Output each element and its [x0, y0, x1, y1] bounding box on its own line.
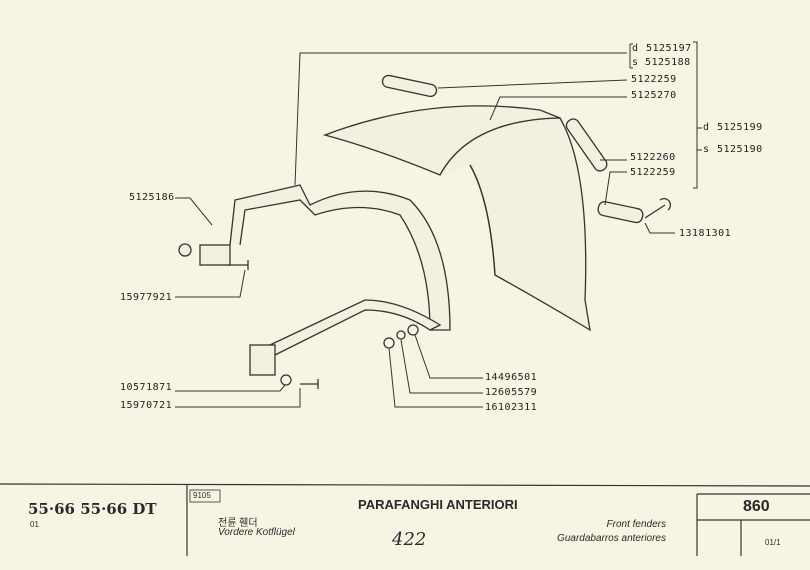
upper-plate	[199, 244, 231, 266]
side-letter-d: d	[632, 43, 639, 54]
spacer	[178, 243, 192, 257]
part-number: 5125190	[717, 144, 763, 155]
lower-arm	[269, 299, 442, 356]
catalog-code: 9105	[193, 491, 211, 500]
title-korean: 전륜 휀더	[218, 518, 258, 529]
washer-10571871	[280, 374, 292, 386]
part-number: 5125270	[631, 90, 677, 101]
title-spanish: Guardabarros anteriores	[557, 533, 666, 544]
part-number: 10571871	[120, 382, 173, 393]
part-number: 5122259	[631, 74, 677, 85]
bolt-15977921	[228, 260, 249, 270]
title-german: Vordere Kotflügel	[218, 527, 295, 538]
sheet-number: 01/1	[765, 538, 781, 547]
bolt-15970721	[300, 379, 319, 389]
strap-plate	[597, 201, 644, 224]
title-english: Front fenders	[606, 519, 666, 530]
part-number: 15977921	[120, 292, 173, 303]
part-number: 14496501	[485, 372, 538, 383]
part-number: 12605579	[485, 387, 538, 398]
part-number: 5122260	[630, 152, 676, 163]
part-number: 16102311	[485, 402, 538, 413]
part-number: 15970721	[120, 400, 173, 411]
side-letter-s: s	[632, 57, 639, 68]
part-number: 5125188	[645, 57, 691, 68]
strap-top	[381, 74, 438, 98]
title-italian: PARAFANGHI ANTERIORI	[358, 497, 518, 512]
bolt-13181301	[644, 197, 672, 219]
part-number: 5122259	[630, 167, 676, 178]
side-letter-s: s	[703, 144, 710, 155]
part-number: 5125197	[646, 43, 692, 54]
model-numbers: 55·66 55·66 DT	[28, 500, 157, 518]
lower-plate	[249, 344, 276, 376]
side-letter-d: d	[703, 122, 710, 133]
fender-side-panel	[439, 117, 591, 332]
strap-side	[565, 118, 608, 172]
part-number: 13181301	[679, 228, 732, 239]
page-number: 860	[743, 498, 770, 515]
part-number: 5125199	[717, 122, 763, 133]
series-code: 01	[30, 520, 39, 529]
part-number: 5125186	[129, 192, 175, 203]
support-tube	[229, 184, 451, 331]
handwritten-note: 422	[392, 529, 427, 550]
